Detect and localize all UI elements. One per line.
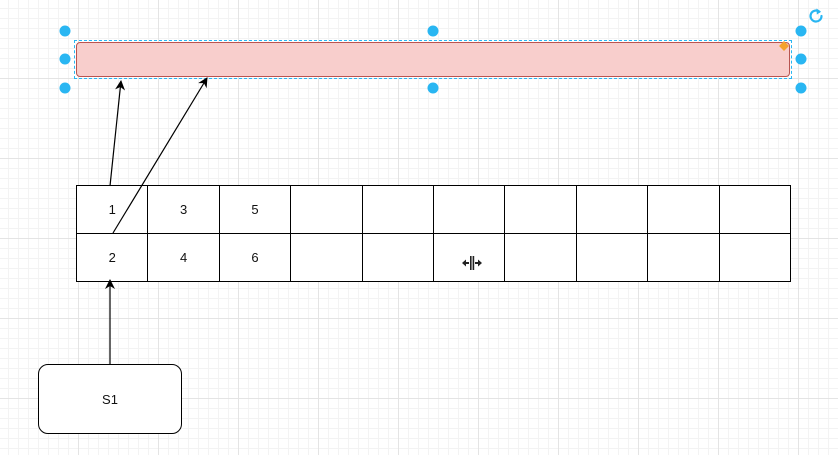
table-cell[interactable] (647, 185, 720, 234)
table-cell[interactable]: 6 (218, 233, 292, 282)
table-cell[interactable] (290, 233, 363, 282)
s1-shape[interactable]: S1 (38, 364, 182, 434)
table-cell[interactable] (432, 185, 506, 234)
resize-handle-top-center[interactable] (427, 25, 439, 37)
resize-handle-bottom-left[interactable] (59, 82, 71, 94)
table-cell[interactable] (575, 233, 649, 282)
table-cell[interactable] (504, 185, 577, 234)
resize-handle-bottom-center[interactable] (427, 82, 439, 94)
pink-rectangle-shape[interactable] (76, 42, 790, 77)
table-cell[interactable]: 5 (218, 185, 292, 234)
table-cell[interactable] (647, 233, 720, 282)
table-cell[interactable]: 1 (75, 185, 149, 234)
table-cell[interactable]: 2 (75, 233, 149, 282)
table-cell[interactable] (290, 185, 363, 234)
table-cell[interactable] (504, 233, 577, 282)
table-cell[interactable] (718, 233, 792, 282)
table-cell[interactable] (718, 185, 792, 234)
resize-handle-top-left[interactable] (59, 25, 71, 37)
s1-label: S1 (102, 391, 118, 407)
column-resize-cursor-icon (462, 256, 482, 270)
table-cell[interactable]: 3 (147, 185, 220, 234)
table-cell[interactable] (361, 185, 434, 234)
table-cell[interactable] (432, 233, 506, 282)
table-cell[interactable] (361, 233, 434, 282)
connector-cell1-to-bar[interactable] (109, 80, 126, 187)
table-cell[interactable] (575, 185, 649, 234)
resize-handle-middle-right[interactable] (795, 53, 807, 65)
resize-handle-top-right[interactable] (795, 25, 807, 37)
resize-handle-bottom-right[interactable] (795, 82, 807, 94)
rotate-icon[interactable] (807, 7, 825, 25)
table-cell[interactable]: 4 (147, 233, 220, 282)
resize-handle-middle-left[interactable] (59, 53, 71, 65)
